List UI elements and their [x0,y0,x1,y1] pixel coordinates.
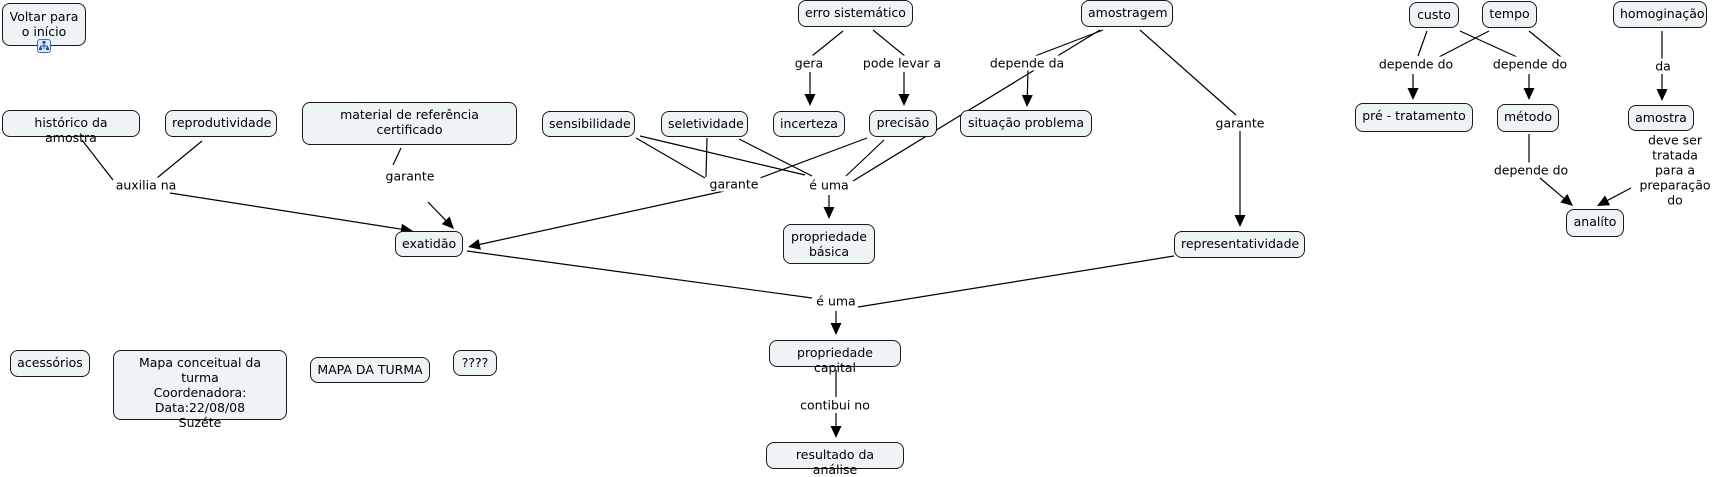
arrowhead-icon [441,216,454,229]
concept-propriedade-basica[interactable]: propriedade básica [783,224,875,264]
concept-pre-tratamento[interactable]: pré - tratamento [1355,103,1473,132]
concept-acessorios[interactable]: acessórios [10,350,90,377]
link-garante-amostragem: garante [1213,115,1267,131]
arrowhead-icon [804,94,816,106]
concept-amostragem[interactable]: amostragem [1081,0,1173,27]
connection-line [639,135,806,176]
link-garante-seletividade: garante [707,176,761,192]
arrowhead-icon [1597,195,1611,206]
concept-incerteza[interactable]: incerteza [773,111,845,137]
link-depende-do-metodo: depende do [1490,56,1570,72]
link-da: da [1653,58,1673,74]
concept-analito[interactable]: analíto [1566,209,1624,237]
concept-custo[interactable]: custo [1409,2,1459,28]
concept-tempo[interactable]: tempo [1482,1,1537,28]
arrowhead-icon [1407,88,1419,100]
connection-line [392,147,402,166]
link-gera: gera [792,55,826,71]
connection-line [81,139,114,181]
arrowhead-icon [823,207,835,219]
arrowhead-icon [830,323,842,335]
arrowhead-icon [830,426,842,438]
connection-line [1139,29,1237,116]
concept-amostra[interactable]: amostra [1628,105,1694,131]
arrowhead-icon [1560,194,1573,206]
concept-situacao-problema[interactable]: situação problema [960,110,1092,137]
link-contibui-no: contibui no [798,397,872,413]
concept-precisao[interactable]: precisão [869,110,937,137]
concept-mapa-da-turma[interactable]: MAPA DA TURMA [310,357,430,383]
connection-line [857,255,1175,308]
connection-line [477,187,739,246]
concept-representatividade[interactable]: representatividade [1174,231,1305,258]
concept-interrogacao[interactable]: ???? [453,350,497,376]
arrowhead-icon [898,94,910,106]
concept-reprodutividade[interactable]: reprodutividade [165,110,277,137]
connection-line [1417,30,1428,57]
concept-map-link-icon[interactable] [37,39,51,53]
link-pode-levar-a: pode levar a [860,55,944,71]
connection-line [1605,187,1632,202]
link-deve-ser-tratada: deve ser tratada para a preparação do [1637,132,1713,208]
arrowhead-icon [1656,89,1668,101]
connection-line [635,137,706,179]
concept-propriedade-capital[interactable]: propriedade capital [769,340,901,375]
concept-voltar-para-o-inicio[interactable]: Voltar para o início [2,3,86,46]
concept-erro-sistematico[interactable]: erro sistemático [798,0,913,27]
concept-seletividade[interactable]: seletividade [661,111,748,137]
connection-line [1459,30,1518,58]
connection-line [811,30,844,57]
link-depende-do-pre: depende do [1376,56,1456,72]
arrowhead-icon [468,239,481,250]
concept-historico-da-amostra[interactable]: histórico da amostra [2,110,140,145]
connection-line [427,201,448,223]
connection-line [156,140,203,179]
concept-homoginacao[interactable]: homoginação [1613,1,1707,28]
link-depende-da: depende da [987,55,1067,71]
connection-line [852,29,1101,182]
link-auxilia-na: auxilia na [113,177,179,193]
concept-exatidao[interactable]: exatidão [395,231,463,257]
concept-metodo[interactable]: método [1497,104,1559,132]
connection-line [1034,29,1104,57]
connection-line [466,250,813,299]
connection-line [872,29,907,58]
link-garante-material: garante [383,168,437,184]
connection-line [705,137,708,178]
arrowhead-icon [1021,94,1033,107]
connection-line [738,138,813,177]
link-e-uma-capital: é uma [814,293,858,309]
concept-sensibilidade[interactable]: sensibilidade [542,111,635,137]
connection-line [1438,30,1490,58]
connection-line [759,137,868,179]
arrowhead-icon [1234,215,1246,227]
concept-material-de-referencia[interactable]: material de referência certificado [302,102,517,145]
link-e-uma-basica: é uma [807,177,851,193]
concept-resultado-da-analise[interactable]: resultado da análise [766,442,904,477]
connection-line [1528,30,1562,58]
link-depende-do-analito: depende do [1491,162,1571,178]
arrowhead-icon [1523,88,1535,100]
concept-mapa-conceitual-info[interactable]: Mapa conceitual da turma Coordenadora: D… [113,350,287,430]
connection-line [1539,177,1566,200]
connection-line [845,139,885,177]
connection-line [169,192,404,231]
